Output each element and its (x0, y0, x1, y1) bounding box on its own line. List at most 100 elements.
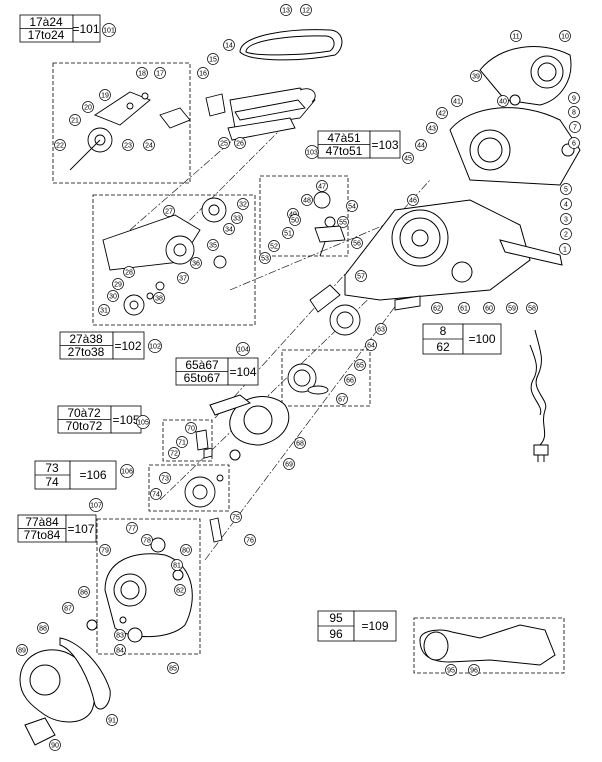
part-number-39: 39 (472, 73, 480, 80)
group-105-range-en: 70to72 (66, 419, 103, 433)
part-number-53: 53 (261, 255, 269, 262)
callout-circle-70 (185, 422, 197, 434)
side-parts (309, 284, 421, 336)
part-number-21: 21 (71, 117, 79, 124)
part-number-26: 26 (236, 140, 244, 147)
part-number-9: 9 (572, 95, 576, 102)
callout-circle-43 (426, 122, 438, 134)
group-109-code: =109 (361, 619, 388, 633)
part-number-79: 79 (101, 547, 109, 554)
callout-circle-10 (559, 30, 571, 42)
callout-circle-89 (16, 644, 28, 656)
box-109 (413, 617, 565, 674)
part-number-12: 12 (302, 7, 310, 14)
callout-circle-5 (560, 183, 572, 195)
part-number-13: 13 (282, 7, 290, 14)
callout-circle-64 (365, 339, 377, 351)
callout-circle-68 (294, 437, 306, 449)
callout-circle-59 (506, 302, 518, 314)
part-number-90: 90 (51, 742, 59, 749)
assembly-105 (195, 429, 213, 459)
part-number-11: 11 (512, 33, 519, 40)
callout-circle-69 (283, 458, 295, 470)
part-number-69: 69 (285, 461, 293, 468)
callout-circle-18 (136, 67, 148, 79)
part-number-88: 88 (39, 625, 47, 632)
callout-circle-1 (559, 243, 571, 255)
part-number-54: 54 (348, 203, 356, 210)
part-number-29: 29 (114, 281, 122, 288)
part-number-45: 45 (404, 155, 412, 162)
callout-circle-26 (234, 137, 246, 149)
group-104-range: 65à67 (185, 358, 219, 372)
callout-circle-28 (123, 266, 135, 278)
callout-circle-67 (336, 393, 348, 405)
group-101-code: =101 (72, 22, 99, 36)
callout-circle-52 (268, 240, 280, 252)
group-107-range-en: 77to84 (24, 528, 61, 542)
callout-circle-48 (301, 194, 313, 206)
part-number-66: 66 (346, 377, 354, 384)
callout-circle-9 (568, 92, 580, 104)
group-106-range-en: 74 (45, 475, 59, 489)
assembly-102 (102, 197, 227, 316)
part-number-31: 31 (100, 307, 108, 314)
part-number-81: 81 (173, 562, 181, 569)
callout-circle-90 (49, 739, 61, 751)
group-103-range: 47à51 (327, 131, 361, 145)
callout-circle-86 (78, 586, 90, 598)
callout-circle-80 (180, 544, 192, 556)
part-number-48: 48 (303, 197, 311, 204)
part-number-57: 57 (357, 273, 365, 280)
motor-assembly (205, 87, 316, 141)
group-104-code: =104 (229, 365, 256, 379)
part-number-73: 73 (161, 475, 169, 482)
part-number-104: 104 (237, 346, 249, 353)
callout-circle-79 (99, 544, 111, 556)
callout-circle-101 (102, 23, 116, 37)
part-number-77: 77 (128, 525, 136, 532)
part-number-43: 43 (428, 125, 436, 132)
group-102-range: 27à38 (69, 332, 103, 346)
part-number-42: 42 (438, 110, 446, 117)
callout-circle-25 (218, 137, 230, 149)
part-number-59: 59 (508, 305, 516, 312)
group-106-range: 73 (45, 461, 59, 475)
box-106 (148, 464, 230, 512)
part-number-30: 30 (109, 293, 117, 300)
callout-circle-40 (497, 95, 509, 107)
part-number-15: 15 (209, 56, 217, 63)
callout-circle-60 (483, 302, 495, 314)
callout-circle-46 (407, 194, 419, 206)
part-number-64: 64 (367, 342, 375, 349)
callout-circle-27 (163, 205, 175, 217)
callout-circle-104 (236, 342, 250, 356)
group-107-code: =107 (67, 522, 94, 536)
part-number-25: 25 (220, 140, 228, 147)
callout-circle-105 (136, 415, 150, 429)
part-number-6: 6 (572, 140, 576, 147)
callout-circle-50 (289, 214, 301, 226)
group-101-range-en: 17to24 (28, 28, 65, 42)
callout-circle-65 (354, 359, 366, 371)
box-101 (52, 62, 191, 184)
callout-circle-96 (468, 664, 480, 676)
part-number-2: 2 (564, 231, 568, 238)
part-number-51: 51 (284, 230, 292, 237)
part-number-95: 95 (447, 667, 455, 674)
part-number-36: 36 (192, 260, 200, 267)
part-number-106: 106 (121, 468, 133, 475)
power-cord (529, 329, 549, 462)
box-107 (96, 518, 201, 655)
callout-circle-45 (402, 152, 414, 164)
callout-circle-55 (337, 216, 349, 228)
group-107-range: 77à84 (25, 515, 59, 529)
callout-circle-2 (560, 228, 572, 240)
dust-bag (419, 624, 556, 666)
callout-circle-14 (223, 39, 235, 51)
top-belt (239, 29, 343, 61)
part-number-75: 75 (232, 514, 240, 521)
box-105 (162, 419, 213, 462)
